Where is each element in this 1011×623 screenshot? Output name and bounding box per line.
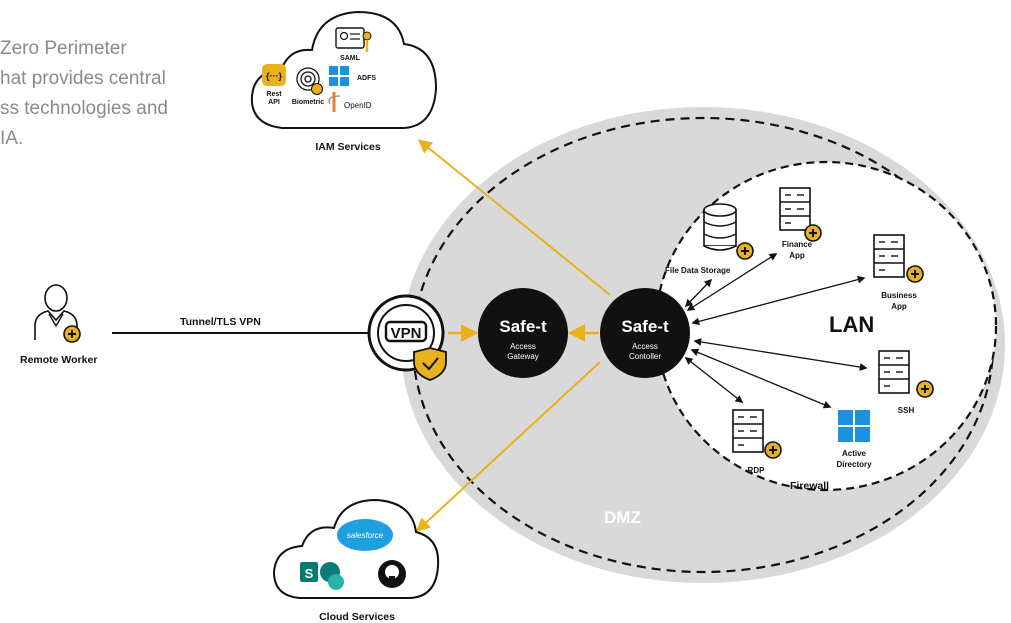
saml-icon	[335, 27, 372, 52]
controller-to-iam-arrow	[417, 139, 611, 296]
finance-label-2: App	[789, 251, 805, 260]
link-business-app	[691, 275, 866, 326]
controller-resource-links	[684, 253, 868, 409]
business-label-1: Business	[881, 291, 917, 300]
cloud-services-title: Cloud Services	[319, 611, 395, 623]
controller-brand: Safe-t	[621, 317, 669, 336]
vpn-label: VPN	[391, 325, 422, 342]
iam-title: IAM Services	[315, 141, 381, 153]
access-gateway-node	[478, 288, 568, 378]
finance-label-1: Finance	[782, 240, 813, 249]
salesforce-icon	[337, 519, 393, 551]
sharepoint-icon: S	[300, 562, 344, 590]
openid-icon	[328, 92, 341, 112]
openid-label: OpenID	[344, 101, 372, 110]
controller-line1: Access	[632, 342, 658, 351]
active-directory-icon	[838, 410, 870, 442]
svg-text:S: S	[305, 566, 314, 581]
business-label-2: App	[891, 302, 907, 311]
gateway-brand: Safe-t	[499, 317, 547, 336]
gateway-line2: Gateway	[507, 352, 539, 361]
rest-api-icon: {···}	[262, 64, 286, 86]
remote-worker-label: Remote Worker	[20, 354, 97, 366]
tunnel-label: Tunnel/TLS VPN	[180, 316, 261, 328]
biometric-label: Biometric	[292, 99, 324, 106]
rdp-label: RDP	[748, 466, 766, 475]
rest-label-1: Rest	[266, 91, 282, 98]
database-icon	[703, 203, 754, 260]
file-storage-label: File Data Storage	[665, 266, 731, 275]
salesforce-label: salesforce	[347, 531, 384, 540]
intro-line: Zero Perimeter	[0, 38, 127, 59]
firewall-label: Firewall	[790, 480, 829, 492]
windows-icon	[329, 66, 349, 86]
vpn-icon	[367, 294, 447, 381]
intro-line: hat provides central	[0, 68, 166, 89]
remote-worker-icon	[34, 284, 81, 343]
access-controller-node	[600, 288, 690, 378]
lan-label: LAN	[829, 312, 874, 337]
dmz-label: DMZ	[604, 508, 641, 527]
controller-line2: Contoller	[629, 352, 661, 361]
svg-text:{···}: {···}	[266, 71, 282, 81]
ad-label-2: Directory	[836, 460, 872, 469]
intro-line: ss technologies and	[0, 98, 168, 119]
rest-label-2: API	[268, 99, 280, 106]
ssh-label: SSH	[898, 406, 915, 415]
ad-label-1: Active	[842, 449, 867, 458]
intro-text: Zero Perimeter hat provides central ss t…	[0, 34, 240, 154]
gateway-line1: Access	[510, 342, 536, 351]
intro-line: IA.	[0, 128, 24, 149]
github-icon	[378, 560, 406, 588]
adfs-label: ADFS	[357, 75, 376, 82]
controller-to-cloud-arrow	[415, 361, 601, 532]
fingerprint-icon	[296, 67, 323, 95]
link-rdp	[684, 357, 744, 403]
saml-label: SAML	[340, 55, 361, 62]
